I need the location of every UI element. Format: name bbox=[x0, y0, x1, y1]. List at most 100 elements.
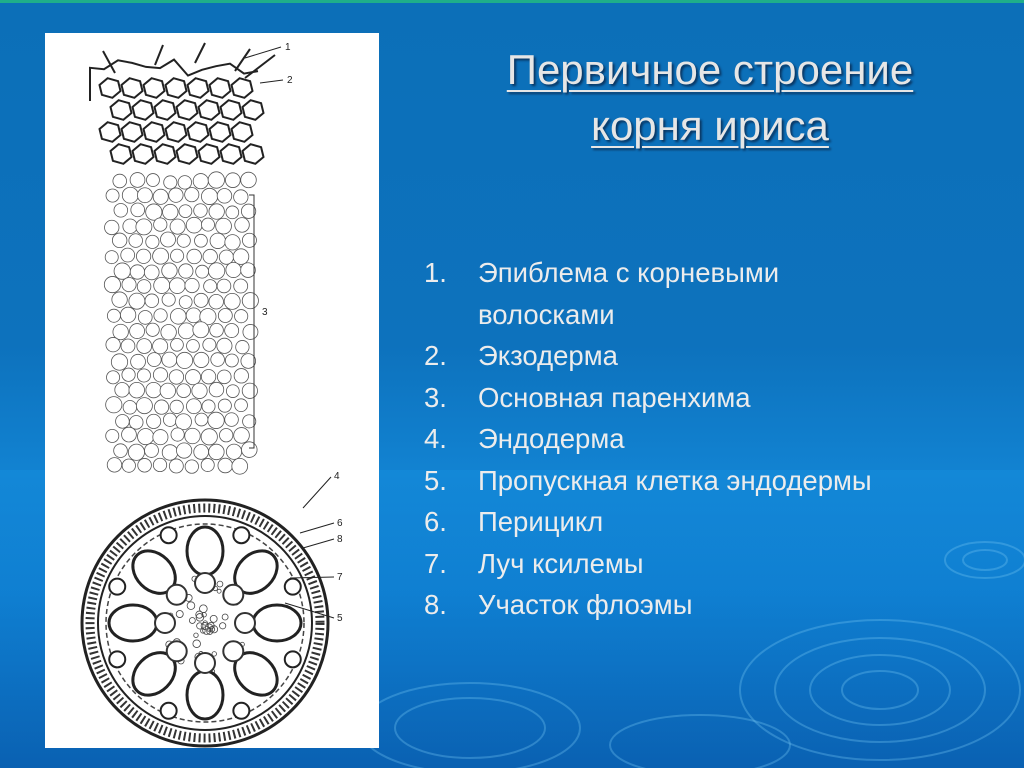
parenchyma-cell bbox=[121, 186, 139, 204]
parenchyma-cell bbox=[199, 308, 217, 326]
parenchyma-cell bbox=[184, 459, 199, 474]
xylem-small-vessel bbox=[222, 583, 245, 606]
parenchyma-cell bbox=[162, 203, 179, 221]
parenchyma-cell bbox=[225, 261, 242, 278]
exodermis-cell bbox=[241, 143, 265, 165]
parenchyma-cell bbox=[105, 396, 123, 414]
legend-item: 5.Пропускная клетка эндодермы bbox=[424, 460, 1004, 502]
parenchyma-cell bbox=[193, 203, 208, 218]
parenchyma-cell bbox=[161, 292, 176, 307]
parenchyma-cell bbox=[177, 175, 192, 190]
parenchyma-cell bbox=[224, 353, 239, 368]
parenchyma-cell bbox=[169, 277, 186, 294]
parenchyma-cell bbox=[121, 277, 137, 293]
parenchyma-cell bbox=[210, 352, 225, 367]
parenchyma-cell bbox=[233, 368, 249, 384]
parenchyma-cell bbox=[178, 204, 193, 219]
parenchyma-cell bbox=[137, 187, 153, 204]
parenchyma-cell bbox=[194, 412, 209, 427]
parenchyma-cell bbox=[146, 413, 162, 429]
phloem-ring bbox=[105, 523, 305, 723]
exodermis-cell bbox=[120, 77, 144, 99]
parenchyma-cell bbox=[240, 203, 257, 219]
leader-line bbox=[299, 522, 335, 534]
parenchyma-cell bbox=[168, 458, 184, 474]
parenchyma-cell bbox=[192, 173, 209, 190]
parenchyma-cell bbox=[112, 323, 129, 341]
parenchyma-cell bbox=[216, 337, 233, 354]
parenchyma-cell bbox=[234, 309, 249, 324]
parenchyma-cell bbox=[113, 443, 128, 458]
parenchyma-cell bbox=[105, 188, 120, 203]
parenchyma-cell bbox=[103, 276, 121, 294]
parenchyma-cell bbox=[178, 295, 193, 309]
parenchyma-cell bbox=[235, 340, 250, 355]
phloem-patch bbox=[108, 650, 127, 669]
parenchyma-cell bbox=[225, 384, 240, 398]
parenchyma-cell bbox=[200, 458, 215, 472]
parenchyma-cell bbox=[120, 338, 136, 354]
parenchyma-cell bbox=[122, 218, 138, 234]
parenchyma-cell bbox=[152, 457, 168, 473]
parenchyma-cell bbox=[186, 339, 200, 353]
pith-cell bbox=[221, 613, 229, 621]
parenchyma-cell bbox=[241, 382, 258, 399]
parenchyma-cell bbox=[225, 443, 243, 460]
parenchyma-cell bbox=[202, 337, 217, 352]
exodermis-cell bbox=[131, 143, 155, 165]
parenchyma-cell bbox=[120, 247, 136, 263]
legend-number: 2. bbox=[424, 340, 447, 371]
parenchyma-cell bbox=[208, 294, 224, 310]
parenchyma-cell bbox=[208, 381, 225, 398]
parenchyma-cell bbox=[208, 203, 225, 220]
pith-cell bbox=[206, 627, 214, 635]
parenchyma-cell bbox=[224, 234, 241, 251]
parenchyma-cell bbox=[200, 428, 218, 446]
parenchyma-cell bbox=[128, 292, 146, 310]
figure-label-4: 4 bbox=[334, 471, 340, 482]
parenchyma-cell bbox=[113, 262, 131, 280]
legend-item: 8.Участок флоэмы bbox=[424, 584, 1004, 626]
parenchyma-cell bbox=[153, 276, 171, 294]
exodermis-cell bbox=[98, 121, 122, 143]
parenchyma-cell bbox=[201, 187, 219, 205]
exodermis-cell bbox=[164, 121, 188, 143]
parenchyma-cell bbox=[106, 308, 121, 323]
parenchyma-cell bbox=[162, 412, 178, 427]
parenchyma-cell bbox=[129, 264, 145, 280]
parenchyma-cell bbox=[152, 247, 170, 265]
legend-number: 1. bbox=[424, 257, 447, 288]
parenchyma-cell bbox=[170, 337, 184, 352]
phloem-patch bbox=[283, 577, 302, 596]
xylem-vessel bbox=[107, 603, 159, 643]
parenchyma-cell bbox=[216, 369, 232, 385]
parenchyma-cell bbox=[176, 442, 193, 459]
parenchyma-cell bbox=[184, 187, 200, 203]
parenchyma-cell bbox=[203, 279, 218, 294]
parenchyma-cell bbox=[177, 322, 195, 340]
pith-cell bbox=[186, 601, 196, 610]
root-hair bbox=[102, 50, 116, 74]
parenchyma-cell bbox=[159, 382, 176, 400]
exodermis-cell bbox=[186, 77, 210, 99]
parenchyma-cell bbox=[223, 292, 241, 310]
root-hair bbox=[154, 44, 164, 66]
exodermis-cell bbox=[98, 77, 122, 99]
parenchyma-cell bbox=[169, 399, 184, 414]
exodermis-cell bbox=[153, 99, 177, 121]
parenchyma-cell bbox=[217, 308, 233, 323]
legend-text: Пропускная клетка эндодермы bbox=[478, 464, 872, 496]
legend-item: 3.Основная паренхима bbox=[424, 377, 1004, 419]
leader-line bbox=[284, 602, 335, 619]
parenchyma-cell bbox=[135, 218, 153, 236]
figure-label-7: 7 bbox=[337, 572, 343, 583]
parenchyma-cell bbox=[215, 217, 232, 235]
exodermis-cell bbox=[230, 121, 254, 143]
parenchyma-bracket bbox=[249, 194, 255, 449]
parenchyma-cell bbox=[160, 231, 176, 248]
pith-cell bbox=[211, 651, 217, 657]
pith-cell bbox=[195, 610, 204, 619]
pith-cell bbox=[195, 613, 205, 622]
parenchyma-cell bbox=[114, 382, 130, 398]
parenchyma-cell bbox=[192, 321, 210, 339]
